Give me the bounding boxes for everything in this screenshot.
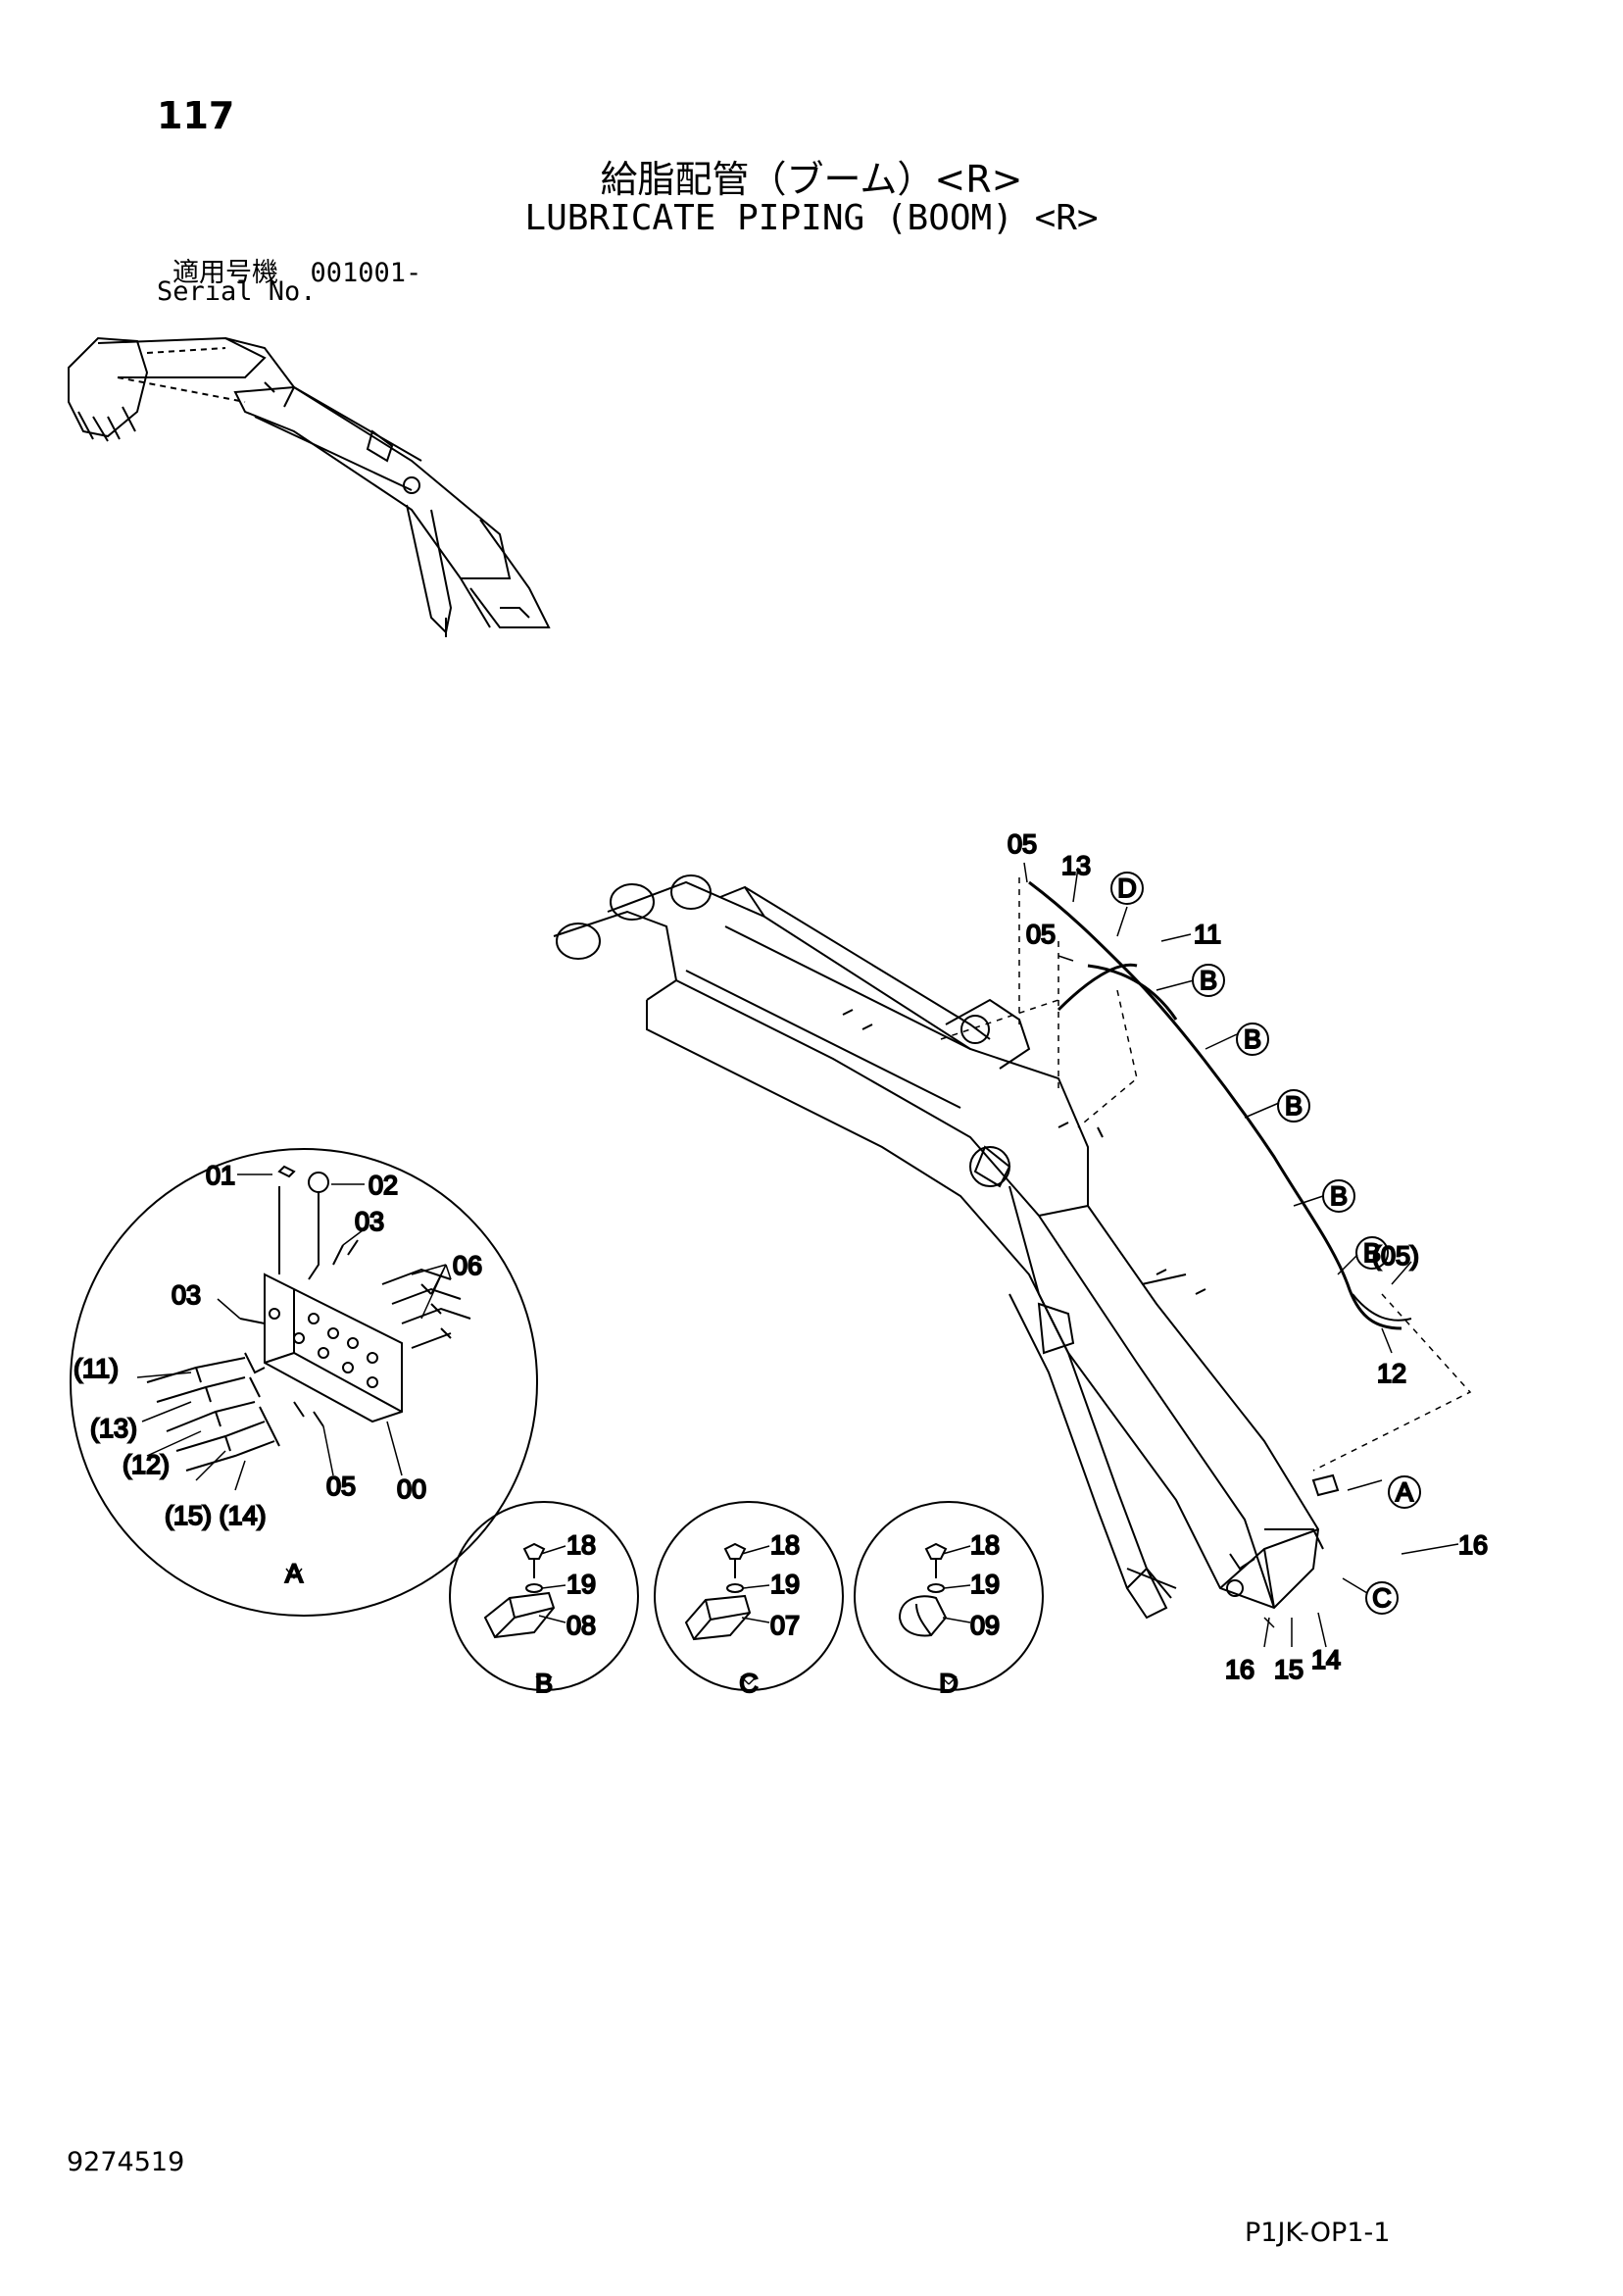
detail-c-label: C xyxy=(739,1669,759,1698)
serial-value: 001001- xyxy=(310,258,422,288)
detail-a-callout-15-14: (15) (14) xyxy=(165,1501,267,1530)
detail-a xyxy=(70,1148,538,1617)
view-a-marker: A xyxy=(1396,1477,1413,1507)
detail-d xyxy=(854,1501,1044,1691)
detail-b-callout-19: 19 xyxy=(566,1570,596,1599)
callout-16-bottom: 16 xyxy=(1225,1655,1254,1684)
reference-lines xyxy=(940,877,1472,1472)
boom-assembly xyxy=(553,874,1340,1620)
detail-b xyxy=(449,1501,639,1691)
detail-b-callout-08: 08 xyxy=(566,1611,596,1640)
detail-a-callout-03-upper: 03 xyxy=(355,1207,384,1236)
detail-a-callout-05: 05 xyxy=(326,1472,356,1501)
detail-a-callout-13: (13) xyxy=(90,1414,137,1443)
detail-d-label: D xyxy=(939,1669,959,1698)
detail-b-label: B xyxy=(535,1669,553,1698)
callout-13: 13 xyxy=(1061,851,1091,880)
callout-11: 11 xyxy=(1194,920,1221,949)
detail-d-callout-18: 18 xyxy=(970,1530,1000,1560)
detail-a-leaders xyxy=(136,1173,452,1579)
serial-label-english: Serial No. xyxy=(157,276,317,307)
callout-14: 14 xyxy=(1311,1645,1341,1674)
view-b-marker-1: B xyxy=(1200,966,1217,995)
detail-a-callout-03-left: 03 xyxy=(172,1280,201,1310)
detail-a-callout-11: (11) xyxy=(74,1354,119,1383)
detail-d-callout-09: 09 xyxy=(970,1611,1000,1640)
overview-thumbnail xyxy=(68,336,551,637)
page-number: 117 xyxy=(157,94,235,137)
title-english: LUBRICATE PIPING (BOOM) <R> xyxy=(524,198,1099,238)
detail-a-callout-12: (12) xyxy=(123,1450,170,1479)
view-b-marker-4: B xyxy=(1330,1181,1348,1211)
callout-15: 15 xyxy=(1274,1655,1303,1684)
detail-b-callout-18: 18 xyxy=(566,1530,596,1560)
callout-05-mid: 05 xyxy=(1026,920,1056,949)
view-c-marker: C xyxy=(1372,1583,1392,1613)
detail-a-label: A xyxy=(285,1559,303,1588)
detail-c-callout-07: 07 xyxy=(770,1611,800,1640)
serial-label-japanese: 適用号機 xyxy=(172,258,278,288)
view-b-marker-5: B xyxy=(1363,1238,1381,1268)
lubrication-hoses xyxy=(1028,880,1412,1330)
detail-c xyxy=(654,1501,844,1691)
main-leader-lines xyxy=(1023,862,1459,1648)
detail-a-callout-01: 01 xyxy=(206,1161,235,1190)
detail-d-callout-19: 19 xyxy=(970,1570,1000,1599)
document-number: 9274519 xyxy=(67,2147,185,2177)
view-b-marker-2: B xyxy=(1244,1024,1261,1054)
view-b-marker-3: B xyxy=(1285,1091,1303,1121)
callout-16-right: 16 xyxy=(1458,1530,1488,1560)
detail-a-callout-06: 06 xyxy=(453,1251,482,1280)
callout-12: 12 xyxy=(1377,1359,1406,1388)
detail-c-callout-19: 19 xyxy=(770,1570,800,1599)
detail-a-callout-00: 00 xyxy=(397,1474,426,1504)
serial-row: 適用号機 001001- xyxy=(172,251,421,289)
view-d-marker: D xyxy=(1117,873,1137,903)
page-code: P1JK-OP1-1 xyxy=(1245,2218,1391,2248)
detail-c-callout-18: 18 xyxy=(770,1530,800,1560)
view-balloons xyxy=(1110,872,1421,1615)
callout-05-paren: (05) xyxy=(1372,1241,1419,1271)
callout-05-top: 05 xyxy=(1008,829,1037,859)
title-japanese: 給脂配管（ブーム）<R> xyxy=(600,158,1023,201)
detail-a-callout-02: 02 xyxy=(369,1171,398,1200)
